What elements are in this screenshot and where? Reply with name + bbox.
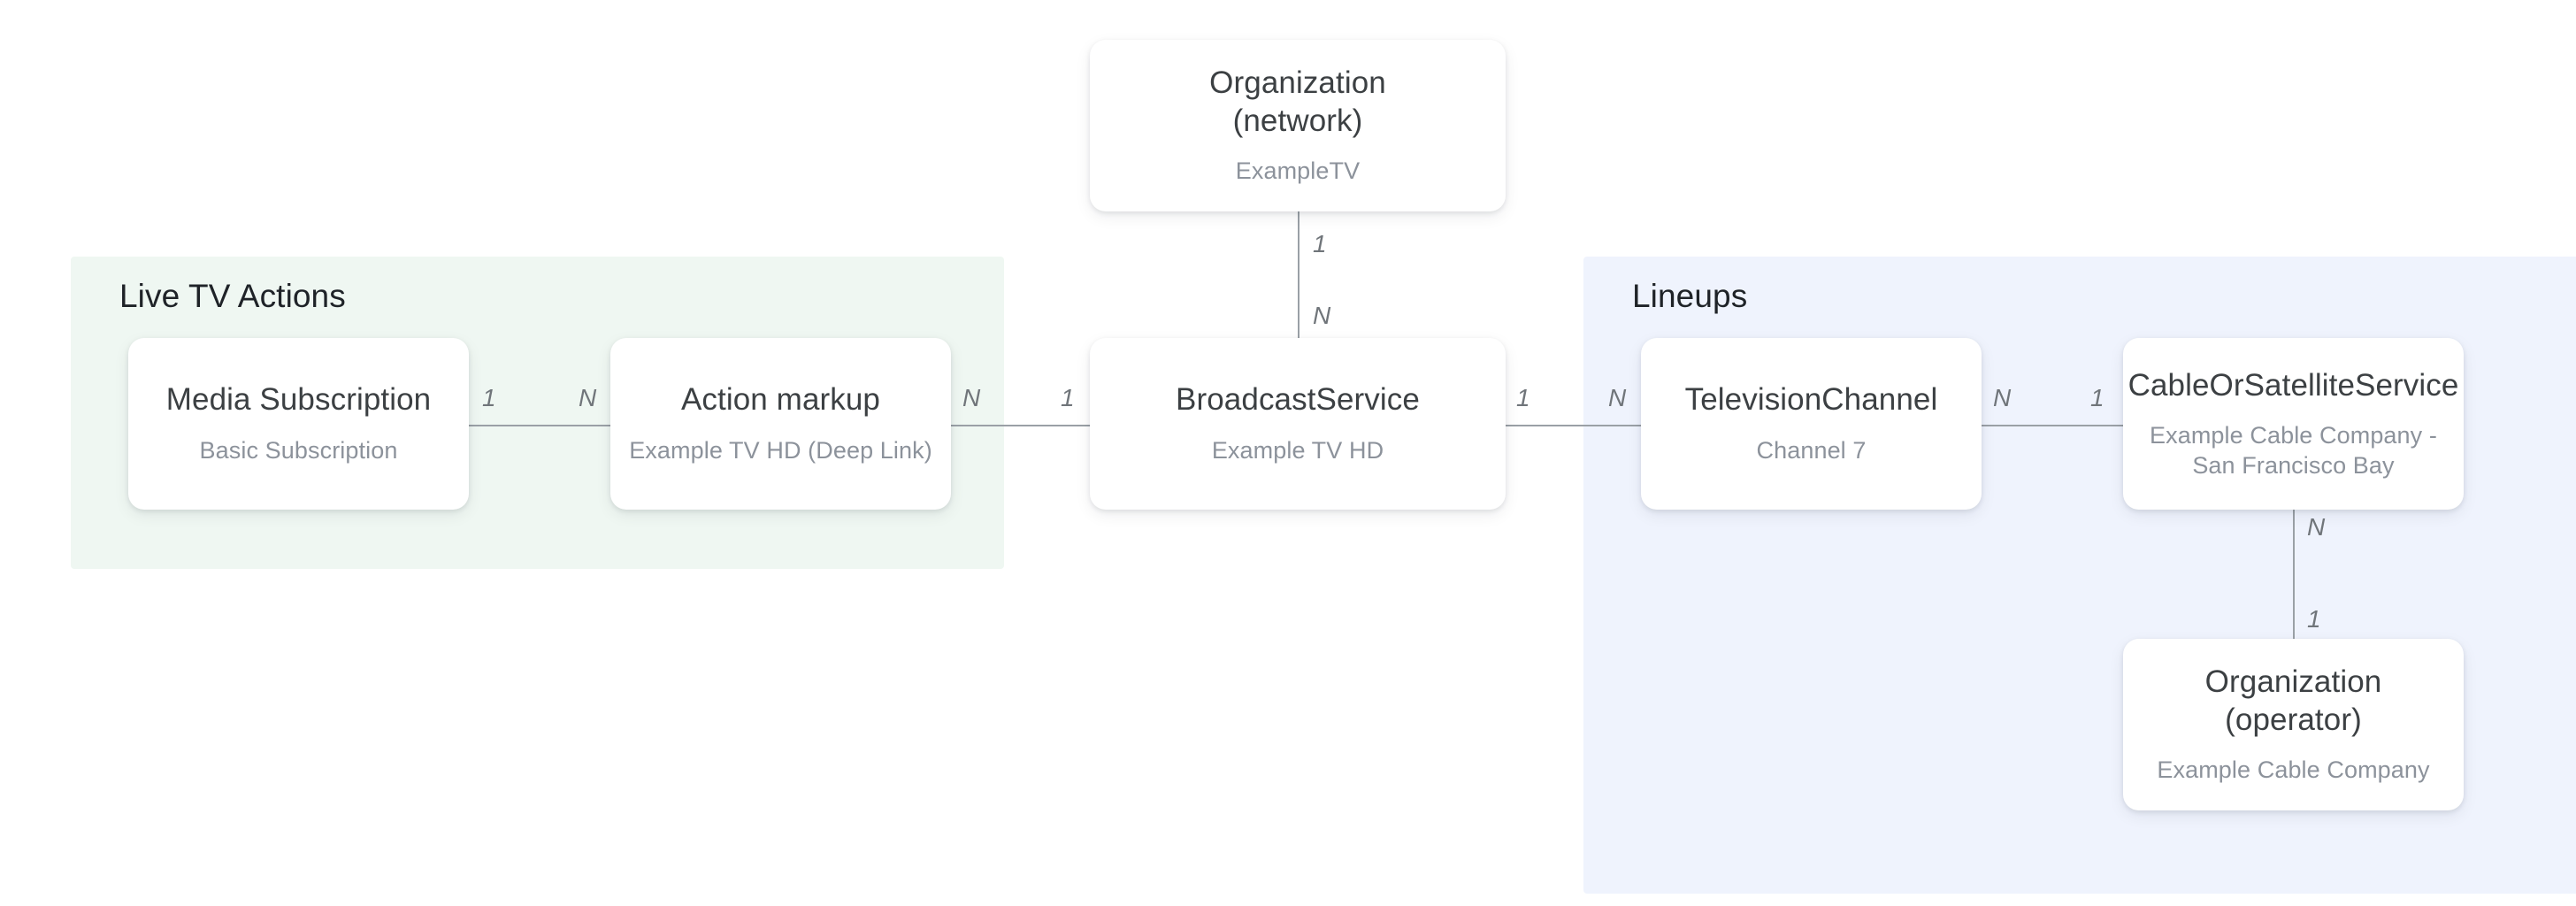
edge-label-action-markup--broadcast-service-to: 1 xyxy=(1061,384,1075,411)
node-subtitle-action-markup: Example TV HD (Deep Link) xyxy=(629,437,932,465)
edge-line-cable-or-satellite-service--organization-operator xyxy=(2293,510,2295,639)
node-subtitle-cable-or-satellite-service: Example Cable Company - San Francisco Ba… xyxy=(2150,422,2437,479)
edge-label-media-subscription--action-markup-to: N xyxy=(579,384,597,411)
node-subtitle-television-channel: Channel 7 xyxy=(1756,437,1867,465)
edge-line-media-subscription--action-markup xyxy=(469,425,610,426)
edge-label-cable-or-satellite-service--organization-operator-from: N xyxy=(2307,513,2326,541)
edge-label-television-channel--cable-or-satellite-service-from: N xyxy=(1993,384,2012,411)
edge-line-broadcast-service--television-channel xyxy=(1506,425,1641,426)
node-subtitle-organization-network: ExampleTV xyxy=(1235,157,1361,185)
node-title-organization-operator: Organization (operator) xyxy=(2204,664,2382,737)
edge-label-cable-or-satellite-service--organization-operator-to: 1 xyxy=(2307,605,2321,633)
edge-line-television-channel--cable-or-satellite-service xyxy=(1982,425,2123,426)
node-organization-network[interactable]: Organization (network) ExampleTV xyxy=(1090,40,1506,211)
edge-label-media-subscription--action-markup-from: 1 xyxy=(482,384,496,411)
node-subtitle-organization-operator: Example Cable Company xyxy=(2157,756,2430,784)
group-title-lineups: Lineups xyxy=(1632,278,1748,314)
node-title-organization-network: Organization (network) xyxy=(1209,65,1386,138)
edge-label-organization-network--broadcast-service-to: N xyxy=(1313,302,1331,329)
node-subtitle-media-subscription: Basic Subscription xyxy=(199,437,398,465)
edge-label-action-markup--broadcast-service-from: N xyxy=(962,384,981,411)
node-title-action-markup: Action markup xyxy=(680,382,880,418)
group-title-live-tv-actions: Live TV Actions xyxy=(119,278,346,314)
node-title-media-subscription: Media Subscription xyxy=(165,382,432,418)
node-subtitle-broadcast-service: Example TV HD xyxy=(1211,437,1384,465)
node-title-television-channel: TelevisionChannel xyxy=(1684,382,1938,418)
node-organization-operator[interactable]: Organization (operator) Example Cable Com… xyxy=(2123,639,2464,810)
edge-label-television-channel--cable-or-satellite-service-to: 1 xyxy=(2090,384,2104,411)
node-title-broadcast-service: BroadcastService xyxy=(1176,382,1420,418)
edge-label-organization-network--broadcast-service-from: 1 xyxy=(1313,230,1327,257)
edge-line-organization-network--broadcast-service xyxy=(1298,211,1300,338)
node-title-cable-or-satellite-service: CableOrSatelliteService xyxy=(2128,367,2459,403)
edge-label-broadcast-service--television-channel-from: 1 xyxy=(1516,384,1530,411)
edge-line-action-markup--broadcast-service xyxy=(951,425,1090,426)
edge-label-broadcast-service--television-channel-to: N xyxy=(1608,384,1627,411)
